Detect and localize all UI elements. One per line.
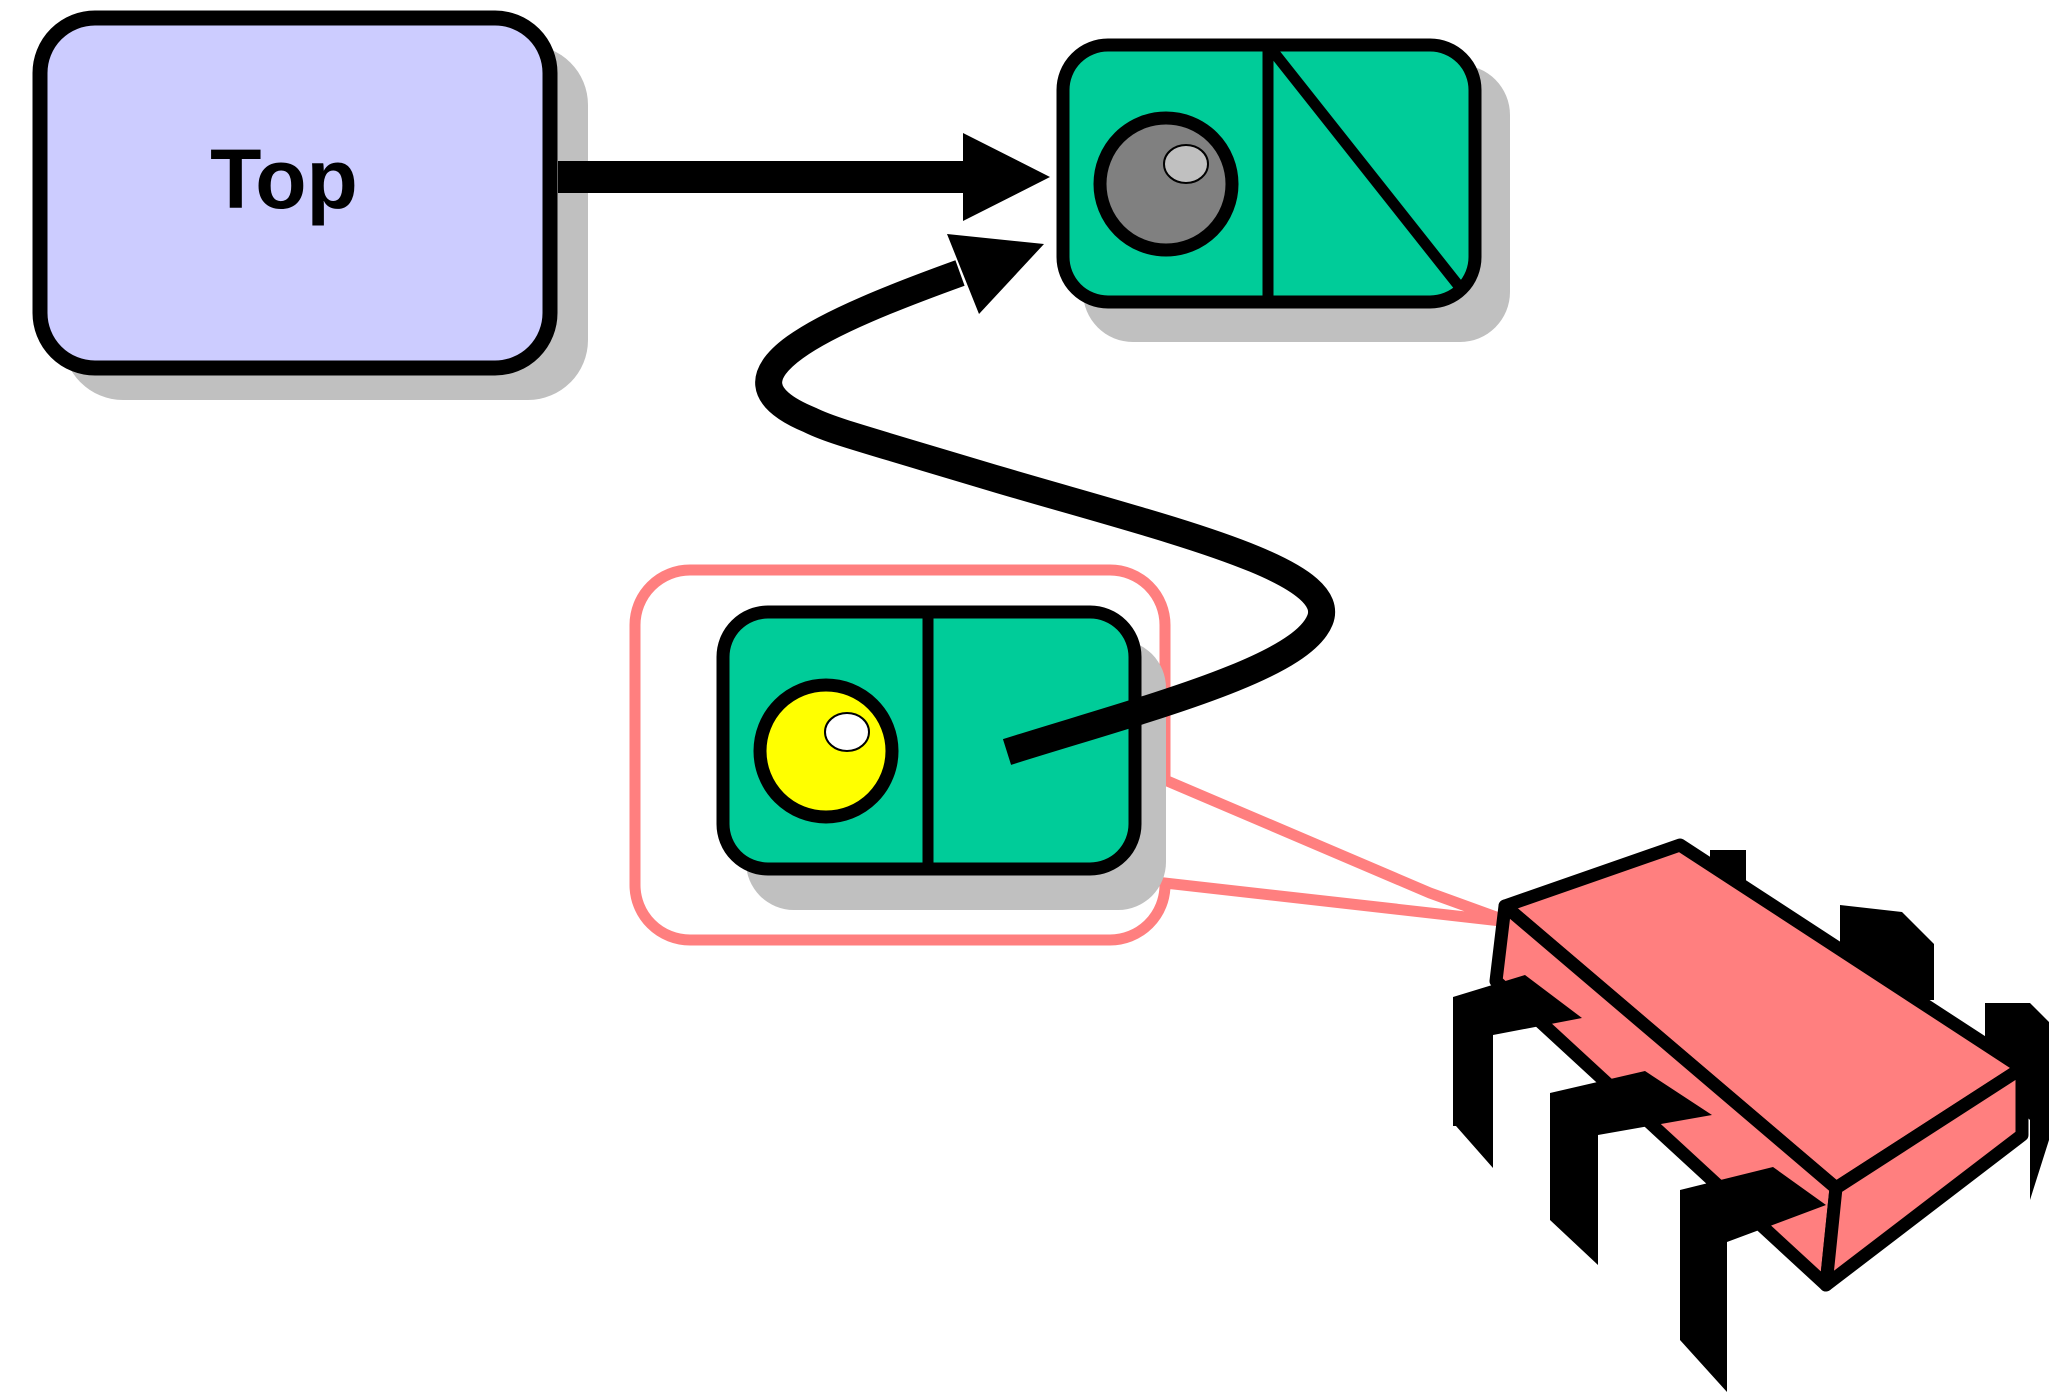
lower-split-box[interactable] xyxy=(716,605,1166,910)
bug-leg-front-3 xyxy=(1680,1167,1826,1392)
upper-indicator-light xyxy=(1093,111,1239,257)
bug-icon xyxy=(1453,838,2049,1392)
lower-indicator-highlight xyxy=(824,712,870,752)
lower-indicator-light xyxy=(753,678,899,824)
edge-lower-to-upper[interactable] xyxy=(755,234,1335,765)
bug-leg-front-1 xyxy=(1453,975,1582,1168)
top-node-label: Top xyxy=(210,132,358,226)
bug-leg-front-2 xyxy=(1550,1071,1712,1265)
edge-lower-to-upper-arrowhead xyxy=(947,234,1044,314)
upper-indicator-highlight xyxy=(1163,144,1209,184)
edge-top-to-upper[interactable] xyxy=(558,133,1050,221)
top-node[interactable]: Top xyxy=(32,10,588,400)
edge-lower-to-upper-curve xyxy=(755,260,1335,765)
upper-split-diagonal xyxy=(1267,46,1467,294)
upper-split-box[interactable] xyxy=(1056,38,1510,342)
bug-body-front-right xyxy=(1819,1061,2029,1292)
edge-top-to-upper-arrowhead xyxy=(963,133,1050,221)
top-node-box xyxy=(32,10,558,376)
